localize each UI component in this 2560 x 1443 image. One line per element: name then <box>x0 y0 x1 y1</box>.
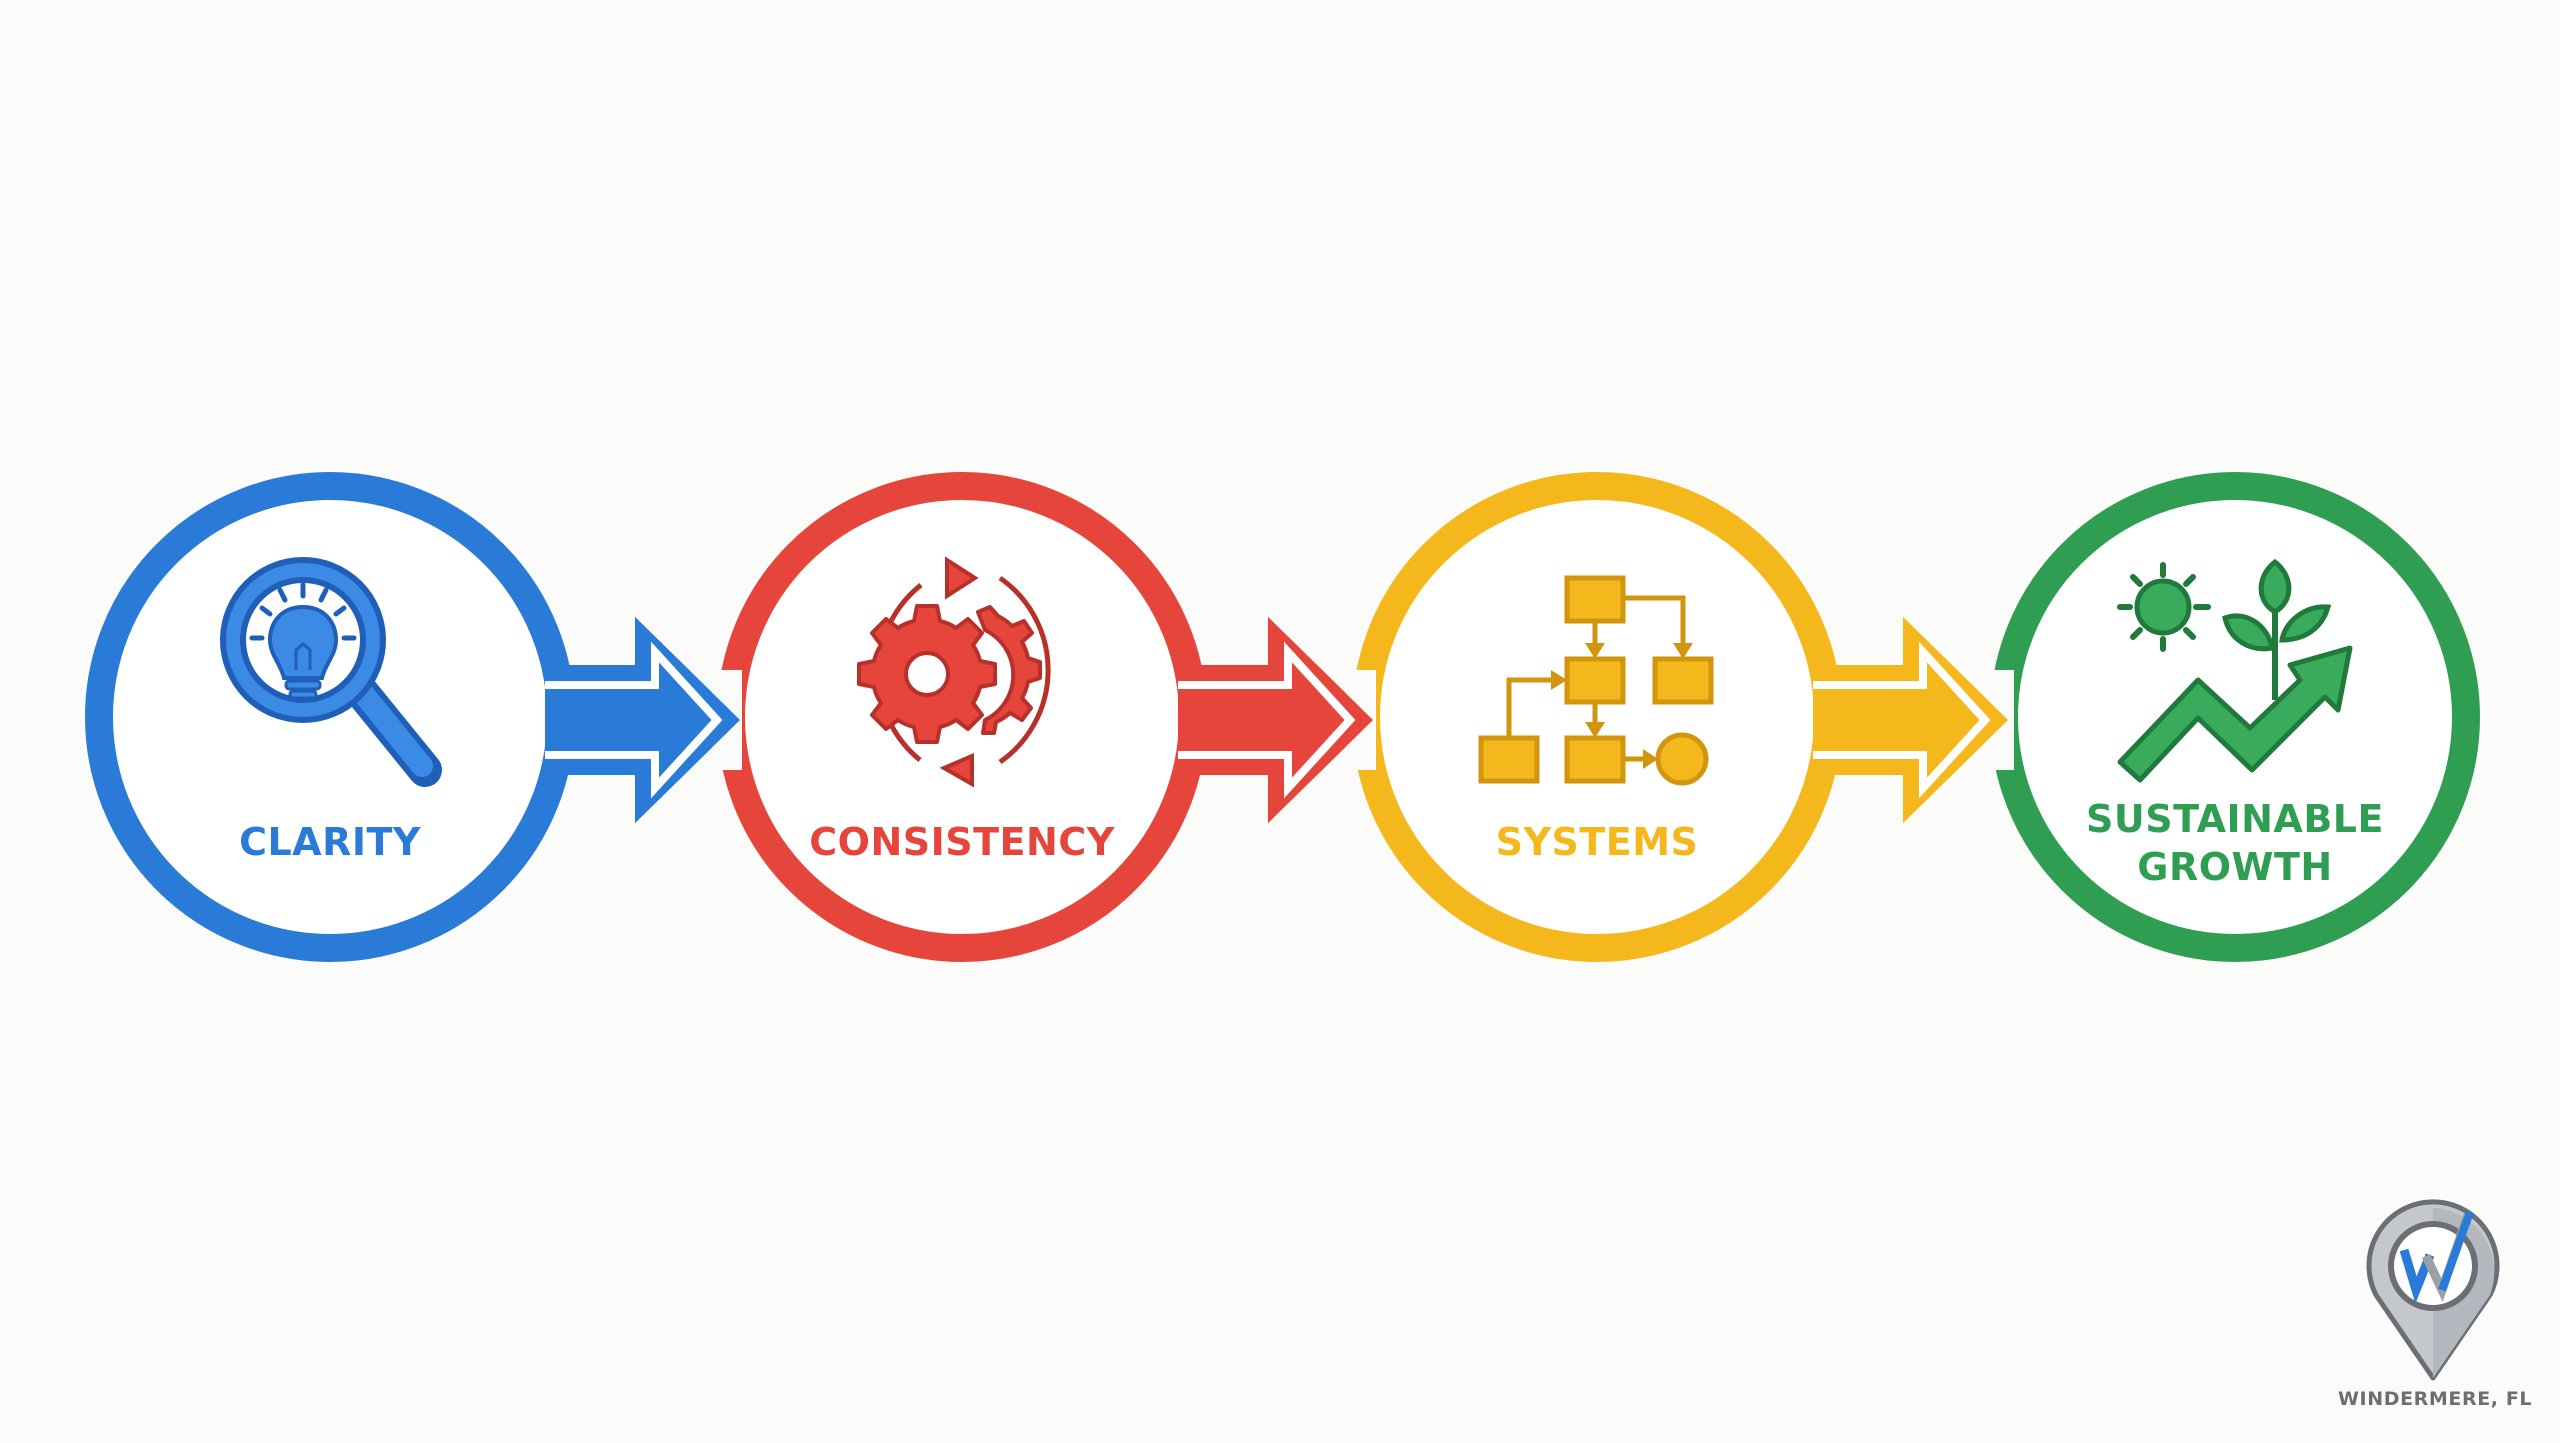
stage-label-consistency: CONSISTENCY <box>809 820 1115 864</box>
location-text: WINDERMERE, FL <box>2338 1388 2533 1410</box>
map-pin-w-logo-icon <box>2366 1199 2500 1381</box>
stage-label-growth-line1: SUSTAINABLE <box>2086 797 2384 841</box>
gears-cycle-icon <box>857 556 1051 788</box>
stage-label-clarity: CLARITY <box>239 820 421 864</box>
flowchart-icon <box>1478 575 1714 786</box>
growth-plant-icon <box>2117 558 2353 783</box>
stage-label-growth-line2: GROWTH <box>2137 845 2333 889</box>
stage-label-systems: SYSTEMS <box>1495 820 1699 864</box>
magnifier-lightbulb-icon <box>220 557 442 787</box>
